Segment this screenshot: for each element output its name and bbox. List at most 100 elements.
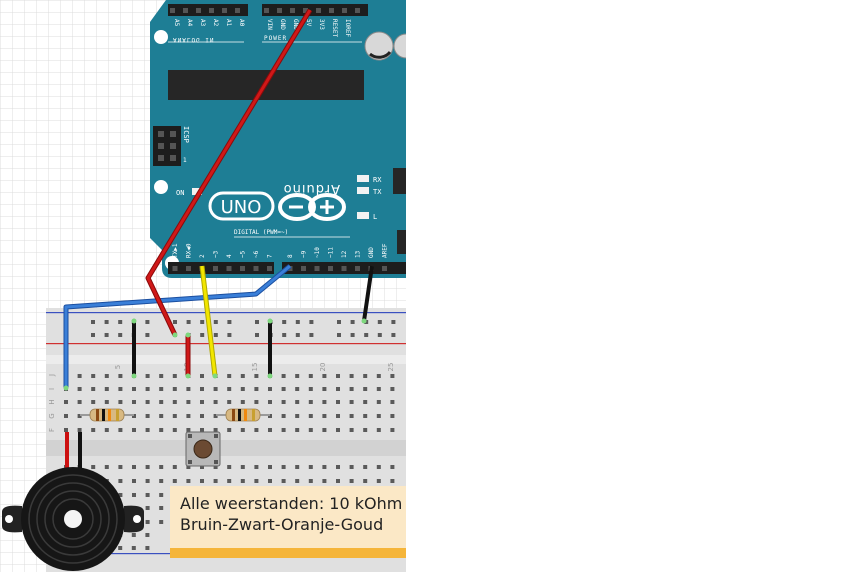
terminal-hole bbox=[240, 465, 245, 469]
rail-hole bbox=[282, 333, 287, 337]
terminal-hole bbox=[186, 428, 191, 432]
icsp-pin bbox=[170, 155, 176, 161]
digital-header-low bbox=[168, 262, 274, 274]
digital-pin-label: ~10 bbox=[314, 247, 321, 258]
terminal-hole bbox=[186, 479, 191, 483]
rail-hole bbox=[337, 320, 341, 324]
terminal-hole bbox=[91, 400, 96, 404]
terminal-hole bbox=[145, 493, 150, 497]
terminal-hole bbox=[308, 387, 313, 391]
rail-hole bbox=[200, 320, 205, 324]
tx-led bbox=[357, 187, 369, 194]
terminal-hole bbox=[200, 400, 204, 404]
row-letter: F bbox=[48, 428, 56, 432]
terminal-hole bbox=[322, 400, 327, 404]
terminal-hole bbox=[91, 374, 96, 378]
terminal-hole bbox=[132, 479, 136, 483]
terminal-hole bbox=[268, 428, 272, 432]
analog-section-label: ANALOG IN bbox=[173, 36, 215, 43]
rail-hole bbox=[145, 320, 150, 324]
terminal-hole bbox=[159, 493, 164, 497]
rail-hole bbox=[364, 333, 369, 337]
terminal-hole bbox=[363, 387, 368, 391]
tx-label: TX bbox=[373, 188, 382, 196]
column-number: 20 bbox=[319, 363, 327, 372]
digital-pin-label: ~9 bbox=[301, 250, 308, 258]
terminal-hole bbox=[390, 387, 395, 391]
power-pin-label: GND bbox=[292, 19, 299, 30]
terminal-hole bbox=[308, 428, 313, 432]
terminal-hole bbox=[64, 428, 68, 432]
terminal-hole bbox=[77, 374, 82, 378]
digital-pin-label: 8 bbox=[287, 254, 294, 258]
power-pin-label: IOREF bbox=[344, 19, 351, 37]
digital-pin-label: TX▶1 bbox=[172, 243, 179, 258]
terminal-hole bbox=[295, 465, 300, 469]
analog-pin-label: A5 bbox=[173, 19, 180, 27]
side-header bbox=[397, 230, 406, 254]
header-pin bbox=[226, 266, 232, 271]
terminal-hole bbox=[118, 428, 123, 432]
terminal-hole bbox=[145, 520, 150, 524]
rail-hole bbox=[145, 546, 150, 550]
rail-hole bbox=[350, 320, 355, 324]
terminal-hole bbox=[240, 479, 245, 483]
terminal-hole bbox=[322, 465, 327, 469]
terminal-hole bbox=[240, 400, 245, 404]
terminal-hole bbox=[91, 387, 96, 391]
terminal-hole bbox=[336, 465, 340, 469]
header-pin bbox=[222, 8, 227, 13]
terminal-hole bbox=[145, 428, 150, 432]
power-pin-label: 3V3 bbox=[318, 19, 325, 30]
terminal-hole bbox=[363, 465, 368, 469]
arduino-infinity-logo bbox=[278, 193, 346, 221]
terminal-hole bbox=[91, 465, 96, 469]
rail-hole bbox=[282, 320, 287, 324]
icsp-pin1-mark: 1 bbox=[183, 157, 187, 164]
terminal-hole bbox=[240, 374, 245, 378]
rx-label: RX bbox=[373, 176, 382, 184]
terminal-hole bbox=[200, 414, 204, 418]
header-pin bbox=[341, 266, 347, 271]
rail-hole bbox=[255, 320, 259, 324]
terminal-hole bbox=[390, 374, 395, 378]
terminal-hole bbox=[118, 374, 123, 378]
rail-hole bbox=[213, 320, 218, 324]
terminal-hole bbox=[295, 400, 300, 404]
resistor bbox=[216, 408, 270, 422]
terminal-hole bbox=[254, 400, 259, 404]
terminal-hole bbox=[349, 465, 354, 469]
terminal-hole bbox=[172, 387, 177, 391]
header-pin bbox=[355, 266, 360, 271]
terminal-hole bbox=[295, 374, 300, 378]
terminal-hole bbox=[390, 479, 395, 483]
row-letter: G bbox=[48, 413, 56, 418]
wires bbox=[63, 8, 374, 391]
rail-hole bbox=[118, 546, 123, 550]
power-pin-label: GND bbox=[279, 19, 286, 30]
breadboard-row-letters: J I H G F bbox=[48, 374, 56, 432]
terminal-hole bbox=[186, 400, 191, 404]
terminal-hole bbox=[227, 387, 232, 391]
terminal-hole bbox=[132, 428, 136, 432]
column-number: 15 bbox=[251, 363, 259, 372]
mounting-hole bbox=[154, 30, 168, 44]
terminal-hole bbox=[118, 493, 123, 497]
circuit-scene: 5 10 15 20 25 J I H G F bbox=[0, 0, 406, 572]
on-led bbox=[192, 188, 202, 195]
note-line-1: Alle weerstanden: 10 kOhm bbox=[180, 494, 403, 513]
terminal-hole bbox=[281, 387, 286, 391]
terminal-hole bbox=[308, 479, 313, 483]
terminal-hole bbox=[159, 520, 164, 524]
icsp-pin bbox=[170, 143, 176, 149]
terminal-hole bbox=[349, 387, 354, 391]
terminal-hole bbox=[200, 465, 204, 469]
icsp-pin bbox=[170, 131, 176, 137]
terminal-hole bbox=[200, 374, 204, 378]
terminal-hole bbox=[376, 400, 381, 404]
terminal-hole bbox=[172, 465, 177, 469]
terminal-hole bbox=[172, 374, 177, 378]
rail-hole bbox=[118, 333, 123, 337]
arduino-board: A5 A4 A3 A2 A1 A0 VIN GND GND 5V 3V3 RES… bbox=[150, 0, 406, 278]
